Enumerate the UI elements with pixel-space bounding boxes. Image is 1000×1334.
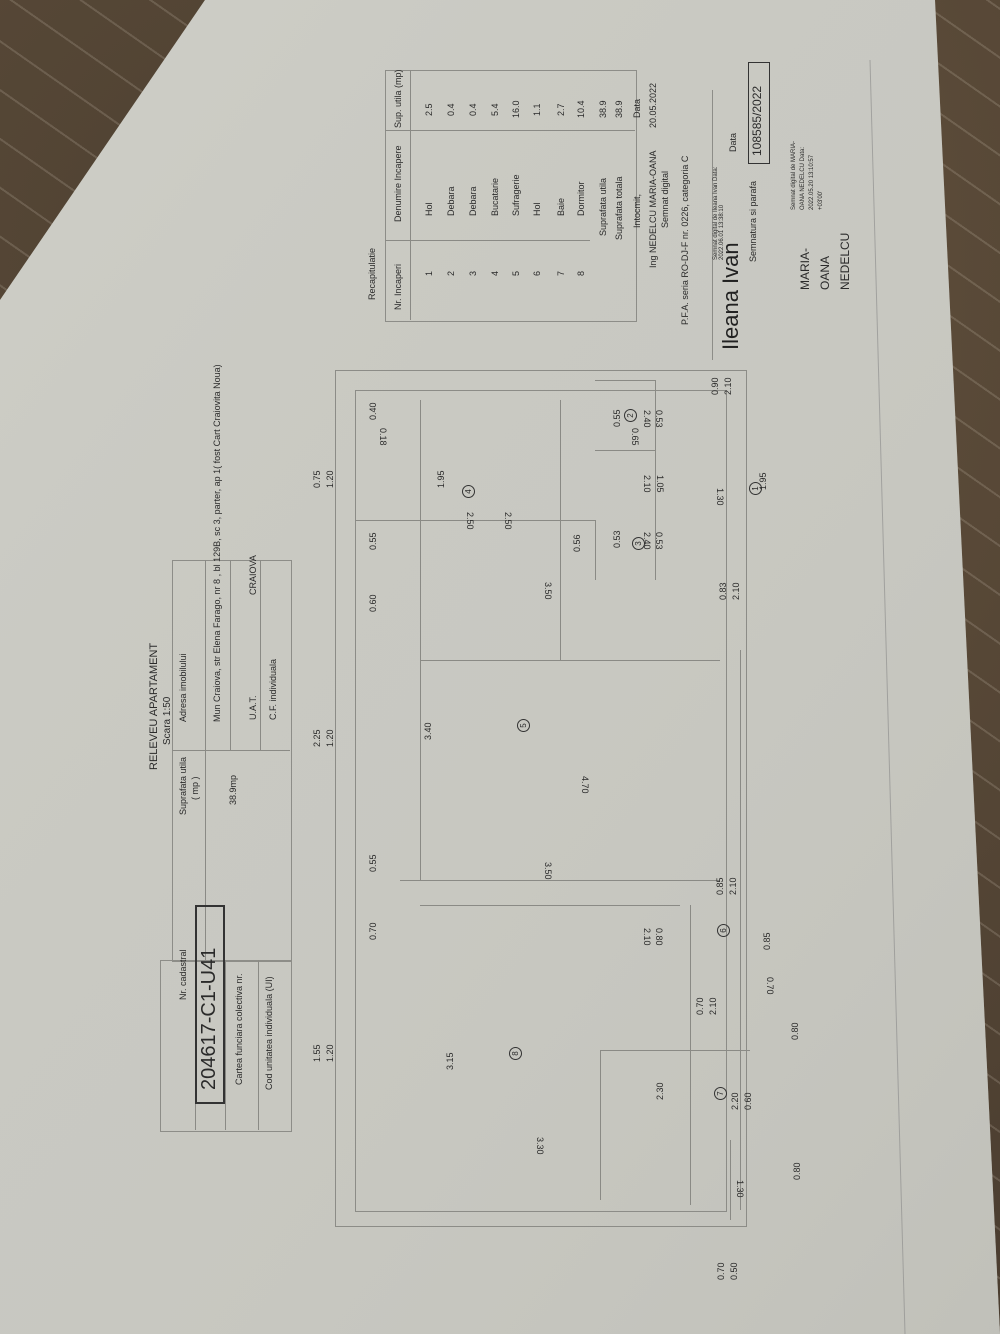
dim-top-2-b: 1.20 [325,1044,335,1062]
reg-number-box [748,62,770,164]
dim-070a: 0.70 [368,922,378,940]
recap-table [385,70,637,322]
dim-250a: 2.50 [465,512,475,530]
signer2-stamp: Semnat digital de MARIA-OANA NEDELCU Dat… [791,140,824,210]
dim-top-0-a: 0.75 [312,470,322,488]
dim-080c: 0.80 [792,1162,802,1180]
recap-title: Recapitulatie [367,247,377,300]
dim-top-1-a: 2.25 [312,729,322,747]
cf-colectiva-label: Cartea funciara colectiva nr. [234,973,244,1085]
recap-col-nr: Nr. Incaperi [393,263,403,310]
recap-date: 20.05.2022 [648,82,658,128]
nr-cadastral-value: 204617-C1-U41 [198,947,220,1090]
suprafata-unit: ( mp ) [190,776,200,801]
adresa-value: Mun Craiova, str Elena Farago, nr 8 , bl… [212,364,222,722]
dim-053b: 0.53 [612,530,622,548]
dim-130b: 1.30 [735,1180,745,1198]
door-3-height: 2.10 [728,877,738,895]
apartment-inner-outline [355,390,727,1212]
dim-350b: 3.50 [543,862,553,880]
room-marker-4: 4 [458,485,476,498]
dim-060: 0.60 [368,594,378,612]
dim-105: 1.05 [655,475,665,493]
door-2-width: 0.83 [718,582,728,600]
dim-220: 2.20 [730,1092,740,1110]
suprafata-totala-label: Suprafata totala [614,176,624,240]
dim-065: 0.65 [630,428,640,446]
suprafata-label: Suprafata utila [178,756,188,815]
dim-470: 4.70 [580,776,590,794]
dim-195a: 1.95 [436,470,446,488]
dim-top-2-a: 1.55 [312,1044,322,1062]
recap-col-area: Sup. utila (mp) [393,69,403,128]
dim-130a: 1.30 [715,488,725,506]
data2-label: Data [728,132,738,152]
dim-055b: 0.55 [368,854,378,872]
dim-050: 0.50 [729,1262,739,1280]
room-marker-2: 2 [620,409,638,422]
nr-cadastral-box [195,905,225,1104]
door-3-width: 0.85 [715,877,725,895]
room-marker-7: 7 [710,1087,728,1100]
dim-315: 3.15 [445,1052,455,1070]
room-marker-8: 8 [505,1047,523,1060]
dim-240a: 2.40 [642,410,652,428]
dim-top-1-b: 1.20 [325,729,335,747]
door-1-height: 2.10 [723,377,733,395]
room-marker-6: 6 [713,924,731,937]
nr-cadastral-label: Nr. cadastral [178,949,188,1000]
suprafata-totala-value: 38.9 [614,100,624,118]
dim-230: 2.30 [655,1082,665,1100]
dim-250b: 2.50 [503,512,513,530]
dim-240b: 2.40 [642,532,652,550]
room-marker-5: 5 [513,719,531,732]
semnatura-label: Semnatura si parafa [748,180,758,262]
dim-080a: 0.80 [654,928,664,946]
dim-top-0-b: 1.20 [325,470,335,488]
uat-value: CRAIOVA [248,555,258,595]
uat-label: U.A.T. [248,695,258,720]
suprafata-utila-value: 38.9 [598,100,608,118]
adresa-label: Adresa imobilului [178,653,188,722]
document-title: RELEVEU APARTAMENT [148,642,160,770]
cod-ui-label: Cod unitatea individuala (UI) [264,976,274,1090]
dim-018: 0.18 [378,428,388,446]
engineer-name: Ing NEDELCU MARIA-OANA [648,150,658,268]
suprafata-utila-label: Suprafata utila [598,177,608,236]
dim-350a: 3.50 [543,582,553,600]
dim-056: 0.56 [572,534,582,552]
dim-053c: 0.53 [654,532,664,550]
dim-195b: 1.95 [758,472,768,490]
dim-330: 3.30 [535,1137,545,1155]
dim-070c: 0.70 [716,1262,726,1280]
semnat-digital: Semnat digital [660,170,670,228]
signature-stamp-ivan: Semnat digital de Ileana Ivan Data: 2022… [713,166,725,260]
dim-070b: 0.70 [765,977,775,995]
data-label: Data [632,98,642,118]
dim-210b: 2.10 [642,928,652,946]
intocmit-label: Intocmit, [632,193,642,228]
pfa-info: P.F.A. seria RO-DJ-F nr. 0226, categoria… [680,155,690,325]
dim-085: 0.85 [762,932,772,950]
dim-055a: 0.55 [368,532,378,550]
apartment-outline [335,370,747,1227]
header-table-right [172,560,292,962]
dim-340: 3.40 [423,722,433,740]
dim-210a: 2.10 [642,475,652,493]
door-2-height: 2.10 [731,582,741,600]
door-4-height: 2.10 [708,997,718,1015]
dim-040: 0.40 [368,402,378,420]
dim-080b: 0.80 [790,1022,800,1040]
header-table-left [160,960,292,1132]
door-4-width: 0.70 [695,997,705,1015]
signer2-name: MARIA- OANA NEDELCU [798,232,852,290]
dim-053a: 0.53 [654,410,664,428]
door-1-width: 0.90 [710,377,720,395]
cf-individuala-label: C.F. individuala [268,658,278,720]
reg-number: 108585/2022 [750,85,764,156]
recap-col-name: Denumire Incapere [393,145,403,222]
suprafata-value: 38.9mp [228,774,238,805]
dim-060b: 0.60 [743,1092,753,1110]
